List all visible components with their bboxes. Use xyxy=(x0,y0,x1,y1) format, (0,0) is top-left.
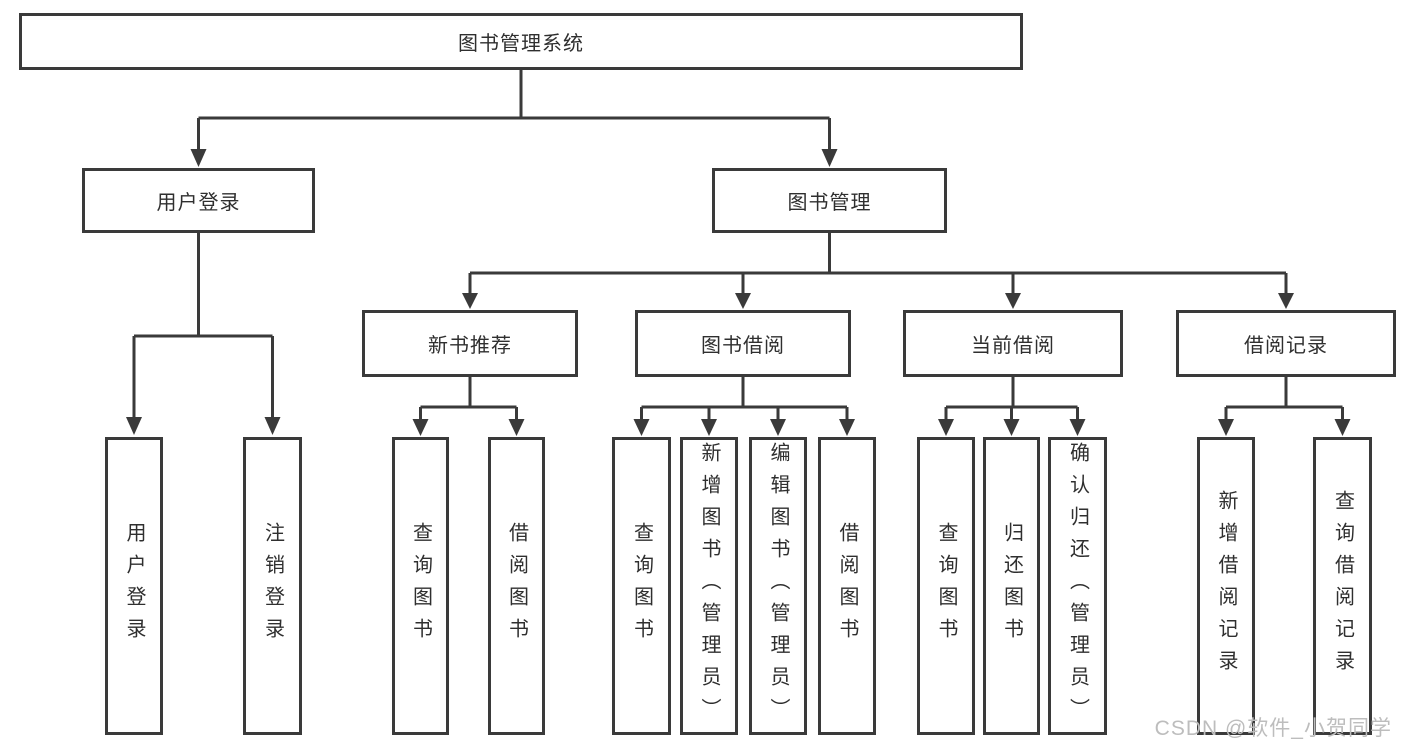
connector-borrow-to-leaves xyxy=(633,377,855,436)
connector-new-books-to-leaves xyxy=(412,377,525,436)
node-leaf-logout-label: 注销登录 xyxy=(261,522,284,650)
node-leaf-bb-borrow-books: 借阅图书 xyxy=(818,437,876,735)
node-leaf-cb-query-books-label: 查询图书 xyxy=(935,522,957,650)
node-book-management-label: 图书管理 xyxy=(787,192,872,214)
node-leaf-cb-confirm-return-admin-label: 确认归还（管理员） xyxy=(1066,442,1089,730)
node-leaf-cb-query-books: 查询图书 xyxy=(917,437,975,735)
node-leaf-nb-borrow-books-label: 借阅图书 xyxy=(505,522,528,650)
connector-book-mgmt-to-level3 xyxy=(462,233,1294,309)
node-root-label: 图书管理系统 xyxy=(458,33,584,55)
node-leaf-cb-confirm-return-admin: 确认归还（管理员） xyxy=(1048,437,1107,735)
node-leaf-bb-add-books-admin: 新增图书（管理员） xyxy=(680,437,738,735)
node-leaf-nb-query-books: 查询图书 xyxy=(392,437,449,735)
node-book-borrow-label: 图书借阅 xyxy=(701,335,785,357)
node-current-borrow: 当前借阅 xyxy=(903,310,1123,377)
node-new-book-recommend-label: 新书推荐 xyxy=(428,335,512,357)
node-borrow-records-label: 借阅记录 xyxy=(1244,335,1328,357)
node-leaf-user-login: 用户登录 xyxy=(105,437,163,735)
node-root: 图书管理系统 xyxy=(19,13,1023,70)
node-leaf-nb-borrow-books: 借阅图书 xyxy=(488,437,545,735)
node-book-borrow: 图书借阅 xyxy=(635,310,851,377)
node-leaf-cb-return-books: 归还图书 xyxy=(983,437,1040,735)
node-new-book-recommend: 新书推荐 xyxy=(362,310,578,377)
node-leaf-user-login-label: 用户登录 xyxy=(123,522,145,650)
node-leaf-br-query-record-label: 查询借阅记录 xyxy=(1331,490,1354,682)
node-leaf-bb-query-books-label: 查询图书 xyxy=(630,522,653,650)
connector-root-to-level2 xyxy=(190,70,838,167)
node-leaf-bb-add-books-admin-label: 新增图书（管理员） xyxy=(698,442,720,730)
node-user-login-label: 用户登录 xyxy=(156,192,241,214)
node-leaf-br-query-record: 查询借阅记录 xyxy=(1313,437,1372,735)
node-leaf-br-add-record-label: 新增借阅记录 xyxy=(1215,490,1237,682)
node-leaf-br-add-record: 新增借阅记录 xyxy=(1197,437,1255,735)
node-leaf-bb-query-books: 查询图书 xyxy=(612,437,671,735)
node-borrow-records: 借阅记录 xyxy=(1176,310,1396,377)
node-book-management: 图书管理 xyxy=(712,168,947,233)
node-leaf-bb-edit-books-admin: 编辑图书（管理员） xyxy=(749,437,807,735)
connector-records-to-leaves xyxy=(1218,377,1351,436)
node-current-borrow-label: 当前借阅 xyxy=(971,335,1055,357)
node-leaf-bb-borrow-books-label: 借阅图书 xyxy=(836,522,858,650)
node-leaf-cb-return-books-label: 归还图书 xyxy=(1000,522,1023,650)
node-leaf-bb-edit-books-admin-label: 编辑图书（管理员） xyxy=(767,442,789,730)
connector-user-login-to-leaves xyxy=(126,233,281,435)
node-leaf-nb-query-books-label: 查询图书 xyxy=(409,522,432,650)
node-leaf-logout: 注销登录 xyxy=(243,437,302,735)
connector-current-to-leaves xyxy=(938,377,1086,436)
node-user-login: 用户登录 xyxy=(82,168,315,233)
